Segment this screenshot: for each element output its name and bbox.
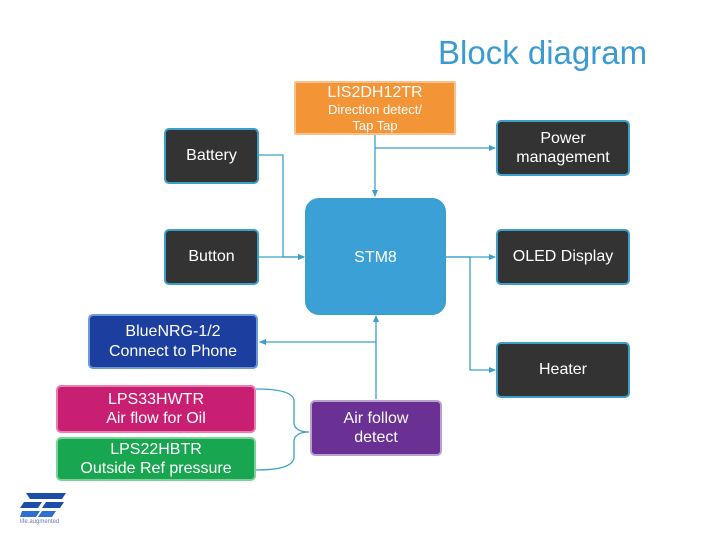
lps22hbtr-block: LPS22HBTR Outside Ref pressure	[56, 437, 256, 481]
logo-tagline: life.augmented	[20, 519, 60, 525]
battery-block: Battery	[164, 128, 259, 184]
bluenrg-function: Connect to Phone	[108, 342, 238, 360]
bluenrg-block: BlueNRG-1/2 Connect to Phone	[88, 314, 258, 369]
slide-title: Block diagram	[438, 34, 648, 71]
button-block: Button	[164, 229, 259, 285]
wire-battery-stm8	[259, 154, 305, 260]
st-logo-icon	[20, 493, 66, 517]
battery-label: Battery	[186, 147, 237, 165]
bluenrg-name: BlueNRG-1/2	[125, 323, 221, 341]
power-management-block: Power management	[496, 120, 630, 176]
wire-stm8-heater	[446, 256, 496, 373]
lis2dh12tr-function-2: Tap Tap	[352, 117, 398, 133]
wire-sensors-brace	[255, 388, 310, 471]
lis2dh12tr-name: LIS2DH12TR	[327, 83, 423, 101]
oled-display-label: OLED Display	[512, 248, 614, 266]
lis2dh12tr-block: LIS2DH12TR Direction detect/ Tap Tap	[294, 81, 456, 135]
lps22hbtr-name: LPS22HBTR	[110, 440, 202, 458]
heater-label: Heater	[538, 361, 588, 379]
air-follow-line-2: detect	[354, 429, 398, 446]
power-management-line-2: management	[516, 149, 610, 166]
oled-display-block: OLED Display	[496, 229, 630, 285]
lps33hwtr-name: LPS33HWTR	[107, 390, 205, 408]
lps22hbtr-function: Outside Ref pressure	[80, 460, 232, 477]
button-label: Button	[188, 248, 235, 266]
lps33hwtr-function: Air flow for Oil	[106, 410, 206, 427]
stm8-label: STM8	[354, 249, 397, 266]
power-management-line-1: Power	[540, 129, 586, 147]
lps33hwtr-block: LPS33HWTR Air flow for Oil	[56, 385, 256, 433]
air-follow-detect-block: Air follow detect	[310, 400, 442, 456]
air-follow-line-1: Air follow	[343, 409, 409, 427]
stm8-block: STM8	[305, 198, 446, 315]
heater-block: Heater	[496, 342, 630, 398]
lis2dh12tr-function: Direction detect/	[328, 102, 422, 117]
